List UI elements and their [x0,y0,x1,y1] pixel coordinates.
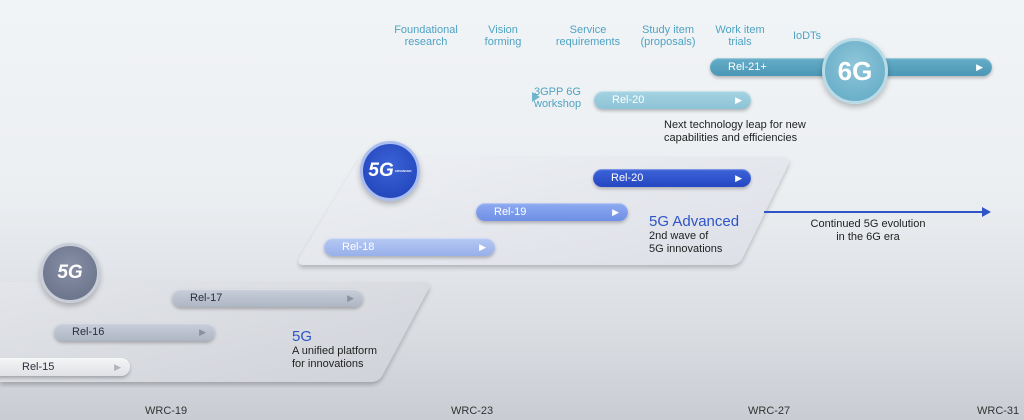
rel-18-bar[interactable]: Rel-18 ▶ [324,238,495,256]
5g-desc-line2: for innovations [292,358,364,370]
axis-label-wrc-31: WRC-31 [977,405,1020,417]
phase-vision-forming: Vision forming [475,24,531,48]
5g-advanced-desc-line1: 2nd wave of [649,230,709,242]
chevron-right-icon: ▶ [735,95,742,105]
phase-label-line2: (proposals) [640,36,696,48]
phase-label-line1: Service [569,24,607,36]
phase-label-line2: forming [484,36,522,48]
rel-17-label: Rel-17 [190,292,223,304]
rel-18-label: Rel-18 [342,241,375,253]
phase-label-line2: requirements [555,36,621,48]
chevron-right-icon: ▶ [347,293,354,303]
phase-label-line1: Foundational [394,24,458,36]
5g-desc-line1: A unified platform [292,345,377,357]
rel-21-plus-label: Rel-21+ [728,61,767,73]
5g-advanced-badge-icon: 5G ADVANCED [360,141,420,201]
phase-label-line1: Vision [488,24,518,36]
5g-advanced-rel-20-label: Rel-20 [611,172,644,184]
6g-badge-text: 6G [837,55,873,86]
chevron-right-icon: ▶ [735,173,742,183]
6g-description: Next technology leap for new capabilitie… [664,119,806,145]
phase-foundational-research: Foundational research [388,24,464,48]
workshop-line2: workshop [534,98,582,110]
rel-15-label: Rel-15 [22,361,55,373]
5g-description: A unified platform for innovations [292,345,377,371]
phase-study-item: Study item (proposals) [630,24,706,48]
axis-label-wrc-19: WRC-19 [145,405,188,417]
phase-label-line2: research [404,36,448,48]
workshop-line1: 3GPP 6G [534,86,581,98]
5g-advanced-rel-20-bar[interactable]: Rel-20 ▶ [593,169,751,187]
5g-badge-text: 5G [57,262,83,283]
rel-15-bar[interactable]: Rel-15 ▶ [0,358,130,376]
6g-rel-20-label: Rel-20 [612,94,645,106]
rel-19-label: Rel-19 [494,206,527,218]
chevron-right-icon: ▶ [199,327,206,337]
5g-advanced-description: 2nd wave of 5G innovations [649,230,722,256]
phase-label-line1: Work item [715,24,765,36]
rel-16-bar[interactable]: Rel-16 ▶ [54,323,215,341]
continued-line1: Continued 5G evolution [810,218,926,230]
phase-service-requirements: Service requirements [540,24,636,48]
6g-rel-20-bar[interactable]: Rel-20 ▶ [594,91,751,109]
6g-desc-line2: capabilities and efficiencies [664,132,798,144]
5g-advanced-badge-text: 5G [368,160,394,181]
5g-badge-icon: 5G [40,243,100,303]
5g-advanced-desc-line2: 5G innovations [649,243,723,255]
continued-line2: in the 6G era [836,231,900,243]
5g-advanced-title: 5G Advanced [649,213,740,230]
chevron-right-icon: ▶ [612,207,619,217]
phase-label-line1: Study item [642,24,694,36]
6g-workshop-arrow-icon [310,92,540,102]
chevron-right-icon: ▶ [976,62,983,72]
chevron-right-icon: ▶ [479,242,486,252]
6g-desc-line1: Next technology leap for new [664,119,806,131]
3gpp-6g-workshop-label: 3GPP 6G workshop [534,86,596,110]
rel-17-bar[interactable]: Rel-17 ▶ [172,289,363,307]
phase-work-item-trials: Work item trials [708,24,772,48]
phase-label-line2: trials [728,36,752,48]
6g-badge-icon: 6G [822,38,888,104]
axis-label-wrc-27: WRC-27 [748,405,791,417]
phase-iodts: IoDTs [782,30,832,42]
rel-16-label: Rel-16 [72,326,105,338]
phase-label-line1: IoDTs [792,30,822,42]
axis-label-wrc-23: WRC-23 [451,405,494,417]
chevron-right-icon: ▶ [114,362,121,372]
continued-evolution-arrow-icon [764,207,991,217]
5g-title: 5G [292,328,313,345]
rel-19-bar[interactable]: Rel-19 ▶ [476,203,628,221]
5g-advanced-badge-subtext: ADVANCED [394,169,412,173]
continued-evolution-text: Continued 5G evolution in the 6G era [800,218,936,244]
